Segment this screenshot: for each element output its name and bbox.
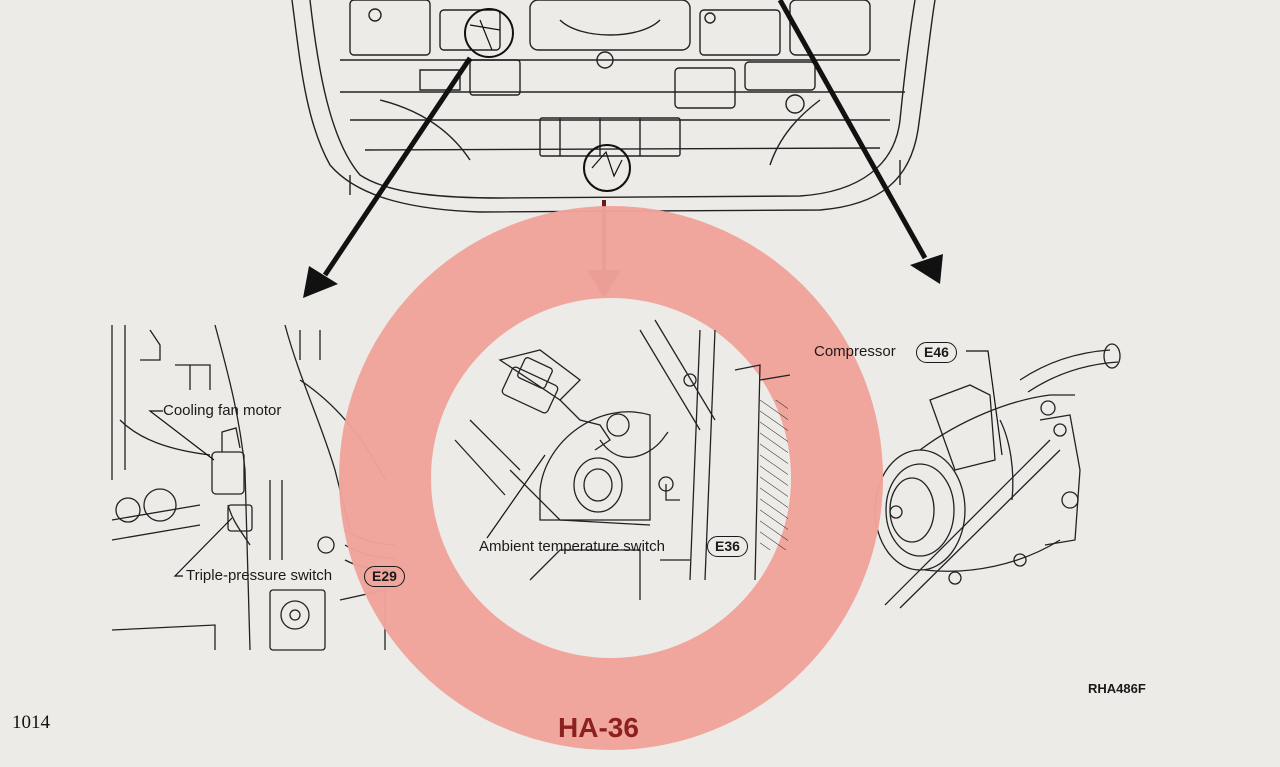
cooling-fan-motor-label: Cooling fan motor — [163, 402, 282, 419]
figure-reference: RHA486F — [1088, 681, 1146, 696]
highlight-ring — [339, 206, 883, 750]
center-leader-line — [486, 454, 546, 539]
engine-bay-drawing — [291, 0, 936, 213]
right-detail-drawing — [874, 343, 1121, 609]
page-code: HA-36 — [558, 712, 639, 743]
left-leader-lines — [148, 410, 233, 577]
page-number: 1014 — [12, 712, 50, 733]
ambient-temperature-switch-connector-code: E36 — [707, 536, 748, 557]
right-leader-line — [966, 350, 1003, 456]
ambient-temperature-switch-label: Ambient temperature switch — [479, 538, 665, 555]
triple-pressure-switch-label: Triple-pressure switch — [186, 567, 333, 584]
center-detail-drawing — [454, 319, 791, 600]
triple-pressure-switch-connector-code: E29 — [364, 566, 405, 587]
left-detail-drawing — [111, 324, 396, 651]
compressor-label: Compressor — [814, 343, 896, 360]
compressor-connector-code: E46 — [916, 342, 957, 363]
callout-circles — [464, 8, 631, 192]
